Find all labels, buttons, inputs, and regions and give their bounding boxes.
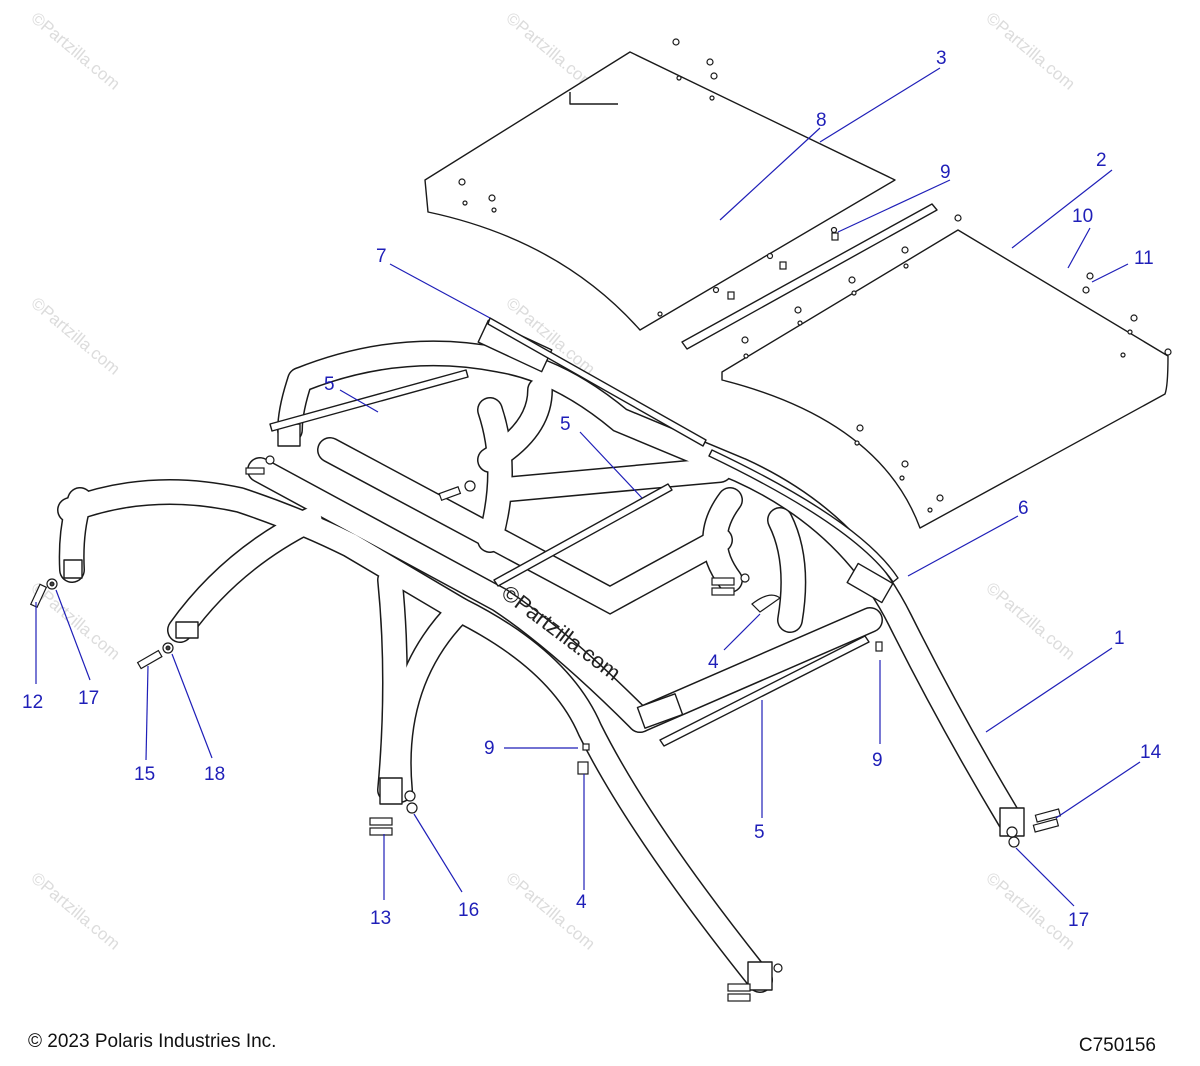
callout-13: 13 <box>370 908 391 929</box>
callout-9: 9 <box>484 738 495 759</box>
callout-7: 7 <box>376 246 387 267</box>
callout-17: 17 <box>1068 910 1089 931</box>
callout-2: 2 <box>1096 150 1107 171</box>
watermark: ©Partzilla.com <box>27 294 123 379</box>
callout-4: 4 <box>576 892 587 913</box>
roof-panel-rear <box>424 38 896 331</box>
copyright-text: © 2023 Polaris Industries Inc. <box>28 1031 277 1052</box>
callout-4: 4 <box>708 652 719 673</box>
clips-on-strip <box>712 226 839 300</box>
callout-17: 17 <box>78 688 99 709</box>
watermark: ©Partzilla.com <box>27 869 123 954</box>
crossbar-seals <box>269 369 870 747</box>
watermark: ©Partzilla.com <box>982 9 1078 94</box>
watermark: ©Partzilla.com <box>27 9 123 94</box>
watermark: ©Partzilla.com <box>982 869 1078 954</box>
callout-14: 14 <box>1140 742 1162 763</box>
roof-seal-strip <box>681 203 938 350</box>
figure-id: C750156 <box>1078 1035 1156 1056</box>
watermark: ©Partzilla.com <box>982 579 1078 664</box>
callout-18: 18 <box>204 764 225 785</box>
callout-15: 15 <box>134 764 155 785</box>
callout-1: 1 <box>1114 628 1125 649</box>
callout-5: 5 <box>560 414 571 435</box>
callout-10: 10 <box>1072 206 1093 227</box>
callout-5: 5 <box>754 822 765 843</box>
hardware <box>29 455 1062 1002</box>
callout-5: 5 <box>324 374 335 395</box>
callout-9: 9 <box>872 750 883 771</box>
callout-8: 8 <box>816 110 827 131</box>
roof-panel-front <box>721 214 1172 529</box>
leader-lines <box>35 67 1141 907</box>
callouts: 3 2 8 9 10 11 7 5 5 6 1 4 5 9 9 4 12 17 … <box>22 48 1162 931</box>
callout-16: 16 <box>458 900 479 921</box>
callout-3: 3 <box>936 48 947 69</box>
callout-6: 6 <box>1018 498 1029 519</box>
callout-11: 11 <box>1134 248 1154 269</box>
callout-12: 12 <box>22 692 43 713</box>
callout-9: 9 <box>940 162 951 183</box>
side-seal-strips <box>487 317 899 583</box>
